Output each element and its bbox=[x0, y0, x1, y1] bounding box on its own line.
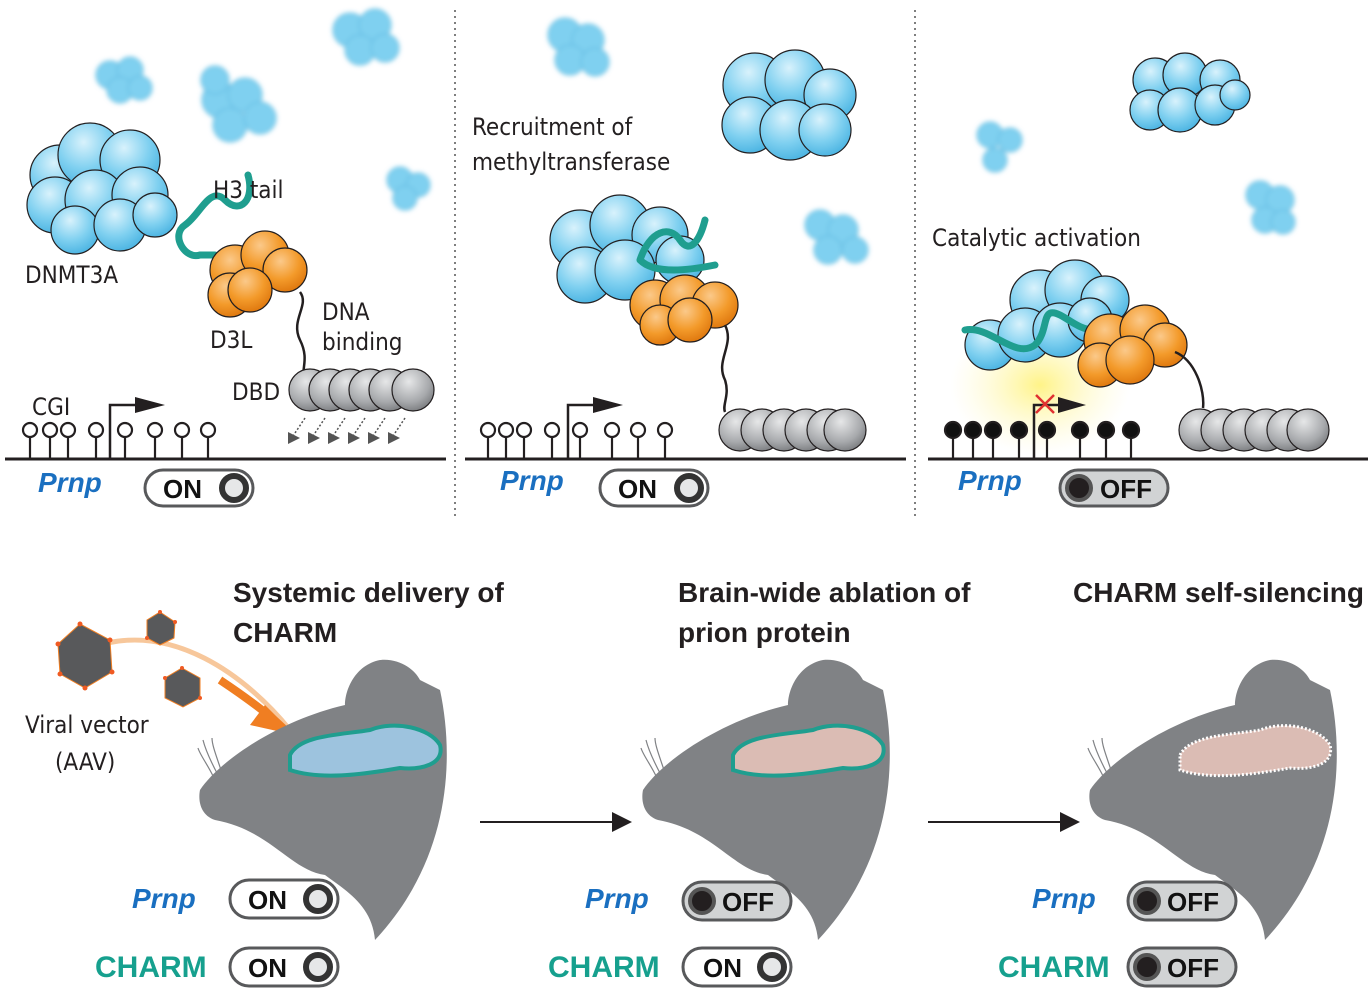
prnp-label: Prnp bbox=[132, 883, 196, 914]
cgi-label: CGI bbox=[32, 393, 70, 421]
mouse-head-3 bbox=[1087, 659, 1337, 940]
mouse-head-2 bbox=[640, 659, 890, 940]
aav-path bbox=[84, 637, 292, 732]
prnp-switch-off: OFF bbox=[1126, 880, 1238, 922]
prnp-switch-on: ON bbox=[228, 878, 340, 920]
blurred-dnmt3a bbox=[95, 8, 431, 211]
cpg-sites-methylated bbox=[943, 420, 1141, 459]
prnp-label: Prnp bbox=[585, 883, 649, 914]
dbd-label: DBD bbox=[232, 378, 280, 406]
charm-label: CHARM bbox=[998, 951, 1110, 984]
switch-label: ON bbox=[248, 953, 287, 983]
tss-arrowhead bbox=[593, 397, 623, 413]
dnmt3a-cluster bbox=[1129, 52, 1251, 133]
vector-label-2: (AAV) bbox=[55, 748, 115, 776]
linker bbox=[720, 324, 730, 413]
h3-tail bbox=[175, 171, 254, 260]
step-1-title-line-2: CHARM bbox=[233, 617, 337, 648]
tss-arrowhead bbox=[1058, 397, 1086, 413]
blurred-dnmt3a bbox=[547, 17, 869, 265]
d3l-label: D3L bbox=[210, 326, 252, 354]
switch-label: ON bbox=[618, 474, 657, 504]
linker bbox=[1174, 350, 1205, 409]
dna-binding-label-1: DNA bbox=[322, 298, 370, 326]
prnp-switch-on: ON bbox=[598, 468, 710, 508]
binding-arrowheads bbox=[288, 432, 400, 444]
tss-arrowhead bbox=[135, 397, 165, 413]
prnp-switch-off: OFF bbox=[1058, 468, 1170, 508]
gene-label: Prnp bbox=[500, 465, 564, 496]
panel-2: Recruitment of methyltransferase Prn bbox=[465, 17, 906, 508]
dnmt3a-cluster bbox=[721, 49, 857, 161]
h3-tail bbox=[636, 216, 719, 274]
prnp-switch-off: OFF bbox=[681, 880, 793, 922]
step-2-title-line-1: Brain-wide ablation of bbox=[678, 577, 971, 608]
gene-label: Prnp bbox=[958, 465, 1022, 496]
cpg-sites-unmethylated bbox=[21, 421, 217, 459]
vector-label-1: Viral vector bbox=[25, 711, 149, 739]
charm-switch-on: ON bbox=[681, 946, 793, 988]
prnp-label: Prnp bbox=[1032, 883, 1096, 914]
caption-line-1: Recruitment of bbox=[472, 113, 634, 141]
charm-switch-on: ON bbox=[228, 946, 340, 988]
switch-label: ON bbox=[703, 953, 742, 983]
switch-label: OFF bbox=[1100, 474, 1152, 504]
tss-arrow bbox=[108, 403, 140, 459]
caption-line-2: methyltransferase bbox=[472, 148, 670, 176]
switch-label: OFF bbox=[722, 887, 774, 917]
dnmt3a-cluster bbox=[26, 122, 178, 255]
caption: Catalytic activation bbox=[932, 224, 1141, 252]
mouse-head-1 bbox=[197, 659, 447, 940]
panel-1: DNMT3A H3 tail D3L DNA binding DBD bbox=[5, 8, 446, 508]
h3-tail-label: H3 tail bbox=[213, 176, 284, 204]
h3-tail bbox=[961, 309, 1099, 353]
d3l-cluster bbox=[207, 230, 308, 318]
blocked-x-icon bbox=[1035, 394, 1055, 414]
step-2-title-line-2: prion protein bbox=[678, 617, 851, 648]
switch-label: ON bbox=[248, 885, 287, 915]
switch-label: OFF bbox=[1167, 953, 1219, 983]
step-1-title-line-1: Systemic delivery of bbox=[233, 577, 504, 608]
aav-particle-icon bbox=[55, 610, 202, 708]
dbd bbox=[288, 368, 435, 412]
cpg-sites-unmethylated bbox=[479, 421, 674, 459]
dna-binding-label-2: binding bbox=[322, 328, 403, 356]
blurred-dnmt3a bbox=[976, 121, 1296, 235]
tss-arrow bbox=[1032, 403, 1060, 459]
d3l-cluster bbox=[1077, 304, 1188, 388]
switch-label: OFF bbox=[1167, 887, 1219, 917]
panel-3: Catalytic activation bbox=[928, 52, 1368, 508]
linker bbox=[295, 291, 307, 379]
gene-label: Prnp bbox=[38, 467, 102, 498]
dnmt3a-label: DNMT3A bbox=[25, 261, 118, 289]
charm-label: CHARM bbox=[548, 951, 660, 984]
dbd bbox=[1178, 408, 1330, 452]
tss-arrow bbox=[566, 403, 598, 459]
d3l-cluster bbox=[629, 274, 739, 346]
charm-switch-off: OFF bbox=[1126, 946, 1238, 988]
charm-label: CHARM bbox=[95, 951, 207, 984]
switch-label: ON bbox=[163, 474, 202, 504]
prnp-switch-on: ON bbox=[143, 468, 255, 508]
dbd bbox=[718, 408, 867, 452]
step-3-title: CHARM self-silencing bbox=[1073, 577, 1364, 608]
